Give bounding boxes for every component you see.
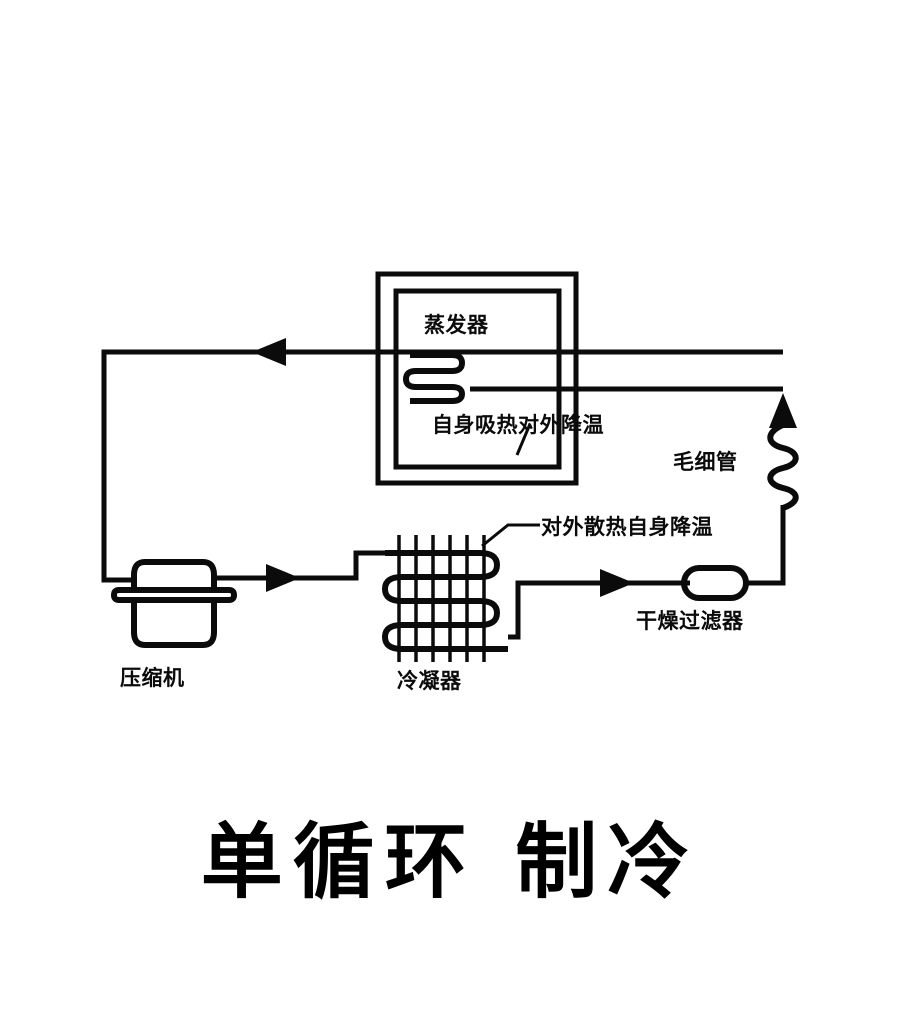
- capillary-tube-label: 毛细管: [673, 450, 738, 474]
- evaporator-inner-box: [393, 288, 562, 470]
- filter-drier-label: 干燥过滤器: [636, 609, 744, 633]
- evaporator-note-leader: [515, 423, 532, 456]
- discharge-line: [208, 550, 389, 592]
- compressor-shell: [131, 559, 217, 648]
- capillary-inlet-arrow: [769, 393, 797, 428]
- liquid-line-arrow: [600, 569, 634, 597]
- note-leaders: [481, 423, 540, 548]
- evaporator-coil: [402, 352, 466, 404]
- page-title: 单循环 制冷: [200, 815, 700, 910]
- condenser-fins: [397, 535, 486, 662]
- compressor: [110, 559, 238, 648]
- condenser-coil: [381, 550, 508, 652]
- evaporator-outer-box: [375, 271, 579, 486]
- evaporator-label: 蒸发器: [424, 313, 489, 337]
- compressor-label: 压缩机: [120, 666, 185, 690]
- compressor-band: [110, 587, 238, 603]
- suction-line-arrow: [252, 338, 286, 366]
- liquid-line: [508, 569, 690, 640]
- condenser-note: 对外散热自身降温: [541, 515, 713, 539]
- discharge-line-arrow: [266, 564, 300, 592]
- condenser-note-leader: [481, 523, 540, 548]
- filter-drier-body: [681, 565, 749, 601]
- evaporator-note: 自身吸热对外降温: [432, 413, 604, 437]
- capillary-tube-coil: [767, 422, 799, 511]
- capillary-line: [470, 386, 799, 586]
- condenser: [381, 535, 508, 662]
- filter-drier: [681, 565, 749, 601]
- condenser-label: 冷凝器: [397, 669, 462, 693]
- evaporator: [375, 271, 579, 486]
